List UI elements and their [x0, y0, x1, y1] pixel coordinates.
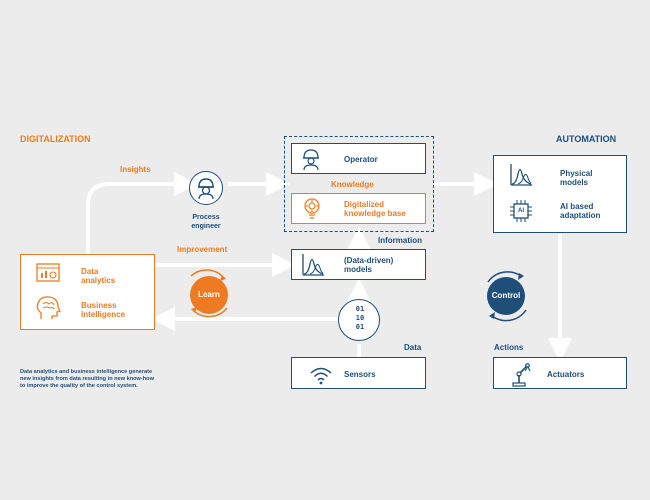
analytics-box: Data analytics Business Intelligence	[20, 254, 155, 330]
binary-data-node: 01 10 01	[338, 299, 380, 341]
digitalization-heading: DIGITALIZATION	[20, 134, 91, 144]
operator-label: Operator	[344, 155, 378, 164]
insights-label: Insights	[120, 165, 151, 174]
automation-heading: AUTOMATION	[556, 134, 617, 144]
process-engineer-node	[189, 171, 223, 205]
control-cycle: Control	[487, 277, 525, 315]
actuators-label: Actuators	[547, 370, 585, 379]
data-label: Data	[404, 343, 422, 352]
digitalized-kb-label: Digitalized knowledge base	[344, 200, 406, 218]
ai-adaptation-label: AI based adaptation	[560, 202, 601, 220]
physical-model-chart-icon	[510, 164, 532, 186]
process-engineer-label: Process engineer	[191, 214, 221, 230]
learn-cycle: Learn	[190, 276, 228, 314]
business-intelligence-label: Business Intelligence	[81, 301, 126, 319]
operator-box: Operator	[291, 143, 426, 174]
brain-head-icon	[36, 296, 61, 319]
ai-chip-icon	[510, 200, 532, 222]
information-label: Information	[378, 236, 422, 245]
analytics-dashboard-icon	[36, 263, 60, 282]
physical-models-label: Physical models	[560, 169, 593, 187]
robot-arm-icon	[512, 363, 531, 387]
improvement-label: Improvement	[177, 245, 228, 254]
insights-arrow	[86, 172, 198, 254]
distribution-chart-icon	[302, 254, 324, 276]
lightbulb-gear-icon	[304, 198, 320, 219]
knowledge-label: Knowledge	[331, 180, 374, 189]
binary-code-icon: 01 10 01	[355, 305, 365, 331]
actions-label: Actions	[494, 343, 524, 352]
data-analytics-label: Data analytics	[81, 267, 116, 285]
control-label: Control	[491, 291, 521, 300]
footnote: Data analytics and business intelligence…	[20, 369, 154, 389]
engineer-icon	[198, 178, 214, 200]
knowledge-group	[284, 136, 434, 232]
ai-chip-text: AI	[518, 208, 524, 214]
automation-models-box: Physical models AI AI based adaptation	[493, 155, 627, 233]
sensors-label: Sensors	[344, 370, 376, 379]
sensors-box: Sensors	[291, 357, 426, 389]
learn-label: Learn	[198, 290, 220, 299]
wifi-signal-icon	[310, 367, 332, 385]
data-driven-models-box: (Data-driven) models	[291, 249, 426, 280]
digitalized-kb-box: Digitalized knowledge base	[291, 193, 426, 224]
actuators-box: Actuators	[493, 357, 627, 389]
data-driven-models-label: (Data-driven) models	[344, 256, 394, 274]
operator-helmet-icon	[303, 149, 319, 171]
